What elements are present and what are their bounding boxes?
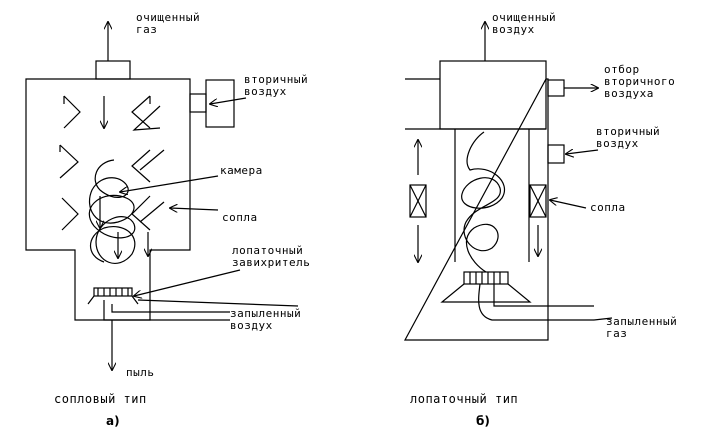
secondary-air-box [205,79,235,128]
swirler [93,287,133,297]
label-swirler: лопаточный завихритель [232,244,311,269]
label-nozzles-left: сопла [222,211,258,224]
nozzle-block-left [409,184,427,218]
label-gas-out: очищенный газ [136,11,201,36]
dusty-air-inlet [103,300,230,321]
subfigure-a: а) [106,414,120,428]
label-dust: пыль [126,366,155,379]
nozzle-type-apparatus [25,22,299,370]
label-secondary-air-right: вторичный воздух [596,125,661,150]
chamber-body [25,78,191,321]
gas-outlet-pipe [95,60,131,80]
nozzle-block-right [529,184,547,218]
nozzle-right-1 [131,95,151,129]
outlet-box [439,60,547,130]
secondary-air-pipe-r [547,144,565,164]
label-nozzles-right: сопла [590,201,626,214]
caption-nozzle-type: сопловый тип [54,392,147,406]
secondary-air-pipe [189,93,207,113]
caption-blade-type: лопаточный тип [410,392,519,406]
blade-type-apparatus [403,22,613,341]
label-chamber: камера [220,164,263,177]
housing [403,78,549,341]
label-dusty-gas: запыленный газ [606,315,678,340]
blade-swirler [463,271,509,285]
vortex-spiral-r [461,131,505,273]
label-secondary-air-left: вторичный воздух [244,73,309,98]
dusty-gas-inlet [478,283,594,321]
secondary-takeoff-pipe [547,79,565,97]
subfigure-b: б) [476,414,490,428]
label-air-out: очищенный воздух [492,11,557,36]
label-secondary-takeoff: отбор вторичного воздуха [604,63,676,100]
nozzle-left-1 [63,95,81,129]
label-dusty-air: запыленный воздух [230,307,302,332]
vortex-spiral [88,159,136,264]
